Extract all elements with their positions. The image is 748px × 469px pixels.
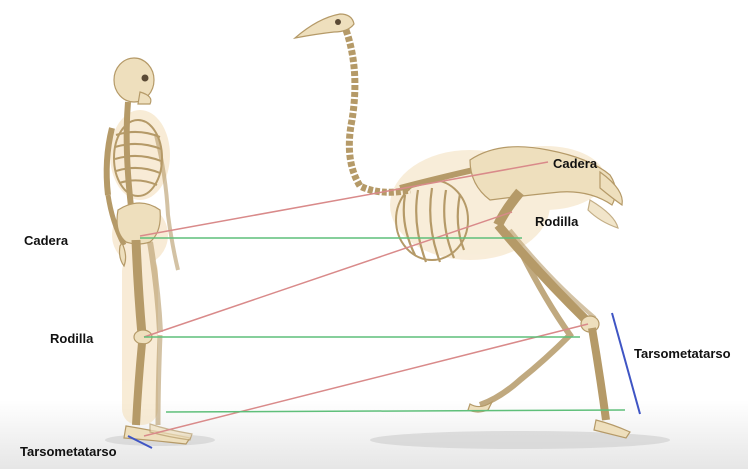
label-ostrich-hip: Cadera	[553, 156, 597, 171]
ostrich-neck	[346, 30, 410, 192]
red-line-knee	[144, 212, 512, 337]
human-femur	[136, 240, 142, 335]
label-ostrich-tarsometatarsus: Tarsometatarso	[634, 346, 731, 361]
ostrich-tibiotarsus	[498, 225, 588, 322]
label-ostrich-knee: Rodilla	[535, 214, 578, 229]
ostrich-back-leg	[480, 250, 570, 405]
ostrich-skeleton	[295, 14, 630, 438]
label-human-tarsometatarsus: Tarsometatarso	[20, 444, 117, 459]
label-human-hip: Cadera	[24, 233, 68, 248]
human-skeleton	[107, 58, 192, 444]
blue-line-ostrich-tarso	[612, 313, 640, 414]
label-human-knee: Rodilla	[50, 331, 93, 346]
